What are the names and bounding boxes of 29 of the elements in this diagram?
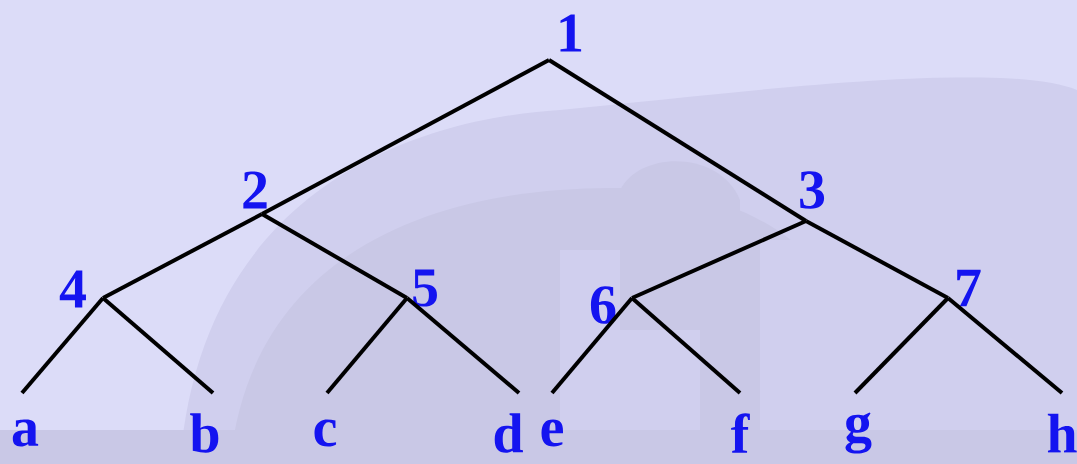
leaf-label: h xyxy=(1047,413,1077,453)
tree-branch xyxy=(631,219,807,300)
leaf-label: b xyxy=(190,413,219,453)
tree-branch xyxy=(946,296,1064,395)
tree-branch xyxy=(261,212,408,300)
leaf-label: e xyxy=(541,419,563,447)
leaf-label: d xyxy=(494,413,523,453)
leaf-label: g xyxy=(845,412,872,454)
node-number: 7 xyxy=(957,269,981,307)
node-number: 5 xyxy=(413,269,437,307)
node-number: 3 xyxy=(800,171,825,209)
tree-branch xyxy=(547,58,808,223)
tree-branch xyxy=(102,212,263,300)
tree-branch xyxy=(853,296,950,395)
node-number: 1 xyxy=(560,14,582,52)
node-number: 4 xyxy=(59,270,86,308)
tree-branch xyxy=(325,296,409,395)
tree-branch xyxy=(101,296,215,395)
tree-branch xyxy=(261,58,550,216)
node-number: 2 xyxy=(243,171,267,209)
node-number: 6 xyxy=(590,286,616,324)
tree-branch xyxy=(550,296,634,395)
tree-branch xyxy=(405,296,521,395)
leaf-label: f xyxy=(731,413,750,453)
tree-branch xyxy=(630,296,742,395)
leaf-label: a xyxy=(12,419,39,447)
tree-branch xyxy=(805,219,949,300)
leaf-label: c xyxy=(314,419,337,447)
tree-branch xyxy=(20,296,105,395)
